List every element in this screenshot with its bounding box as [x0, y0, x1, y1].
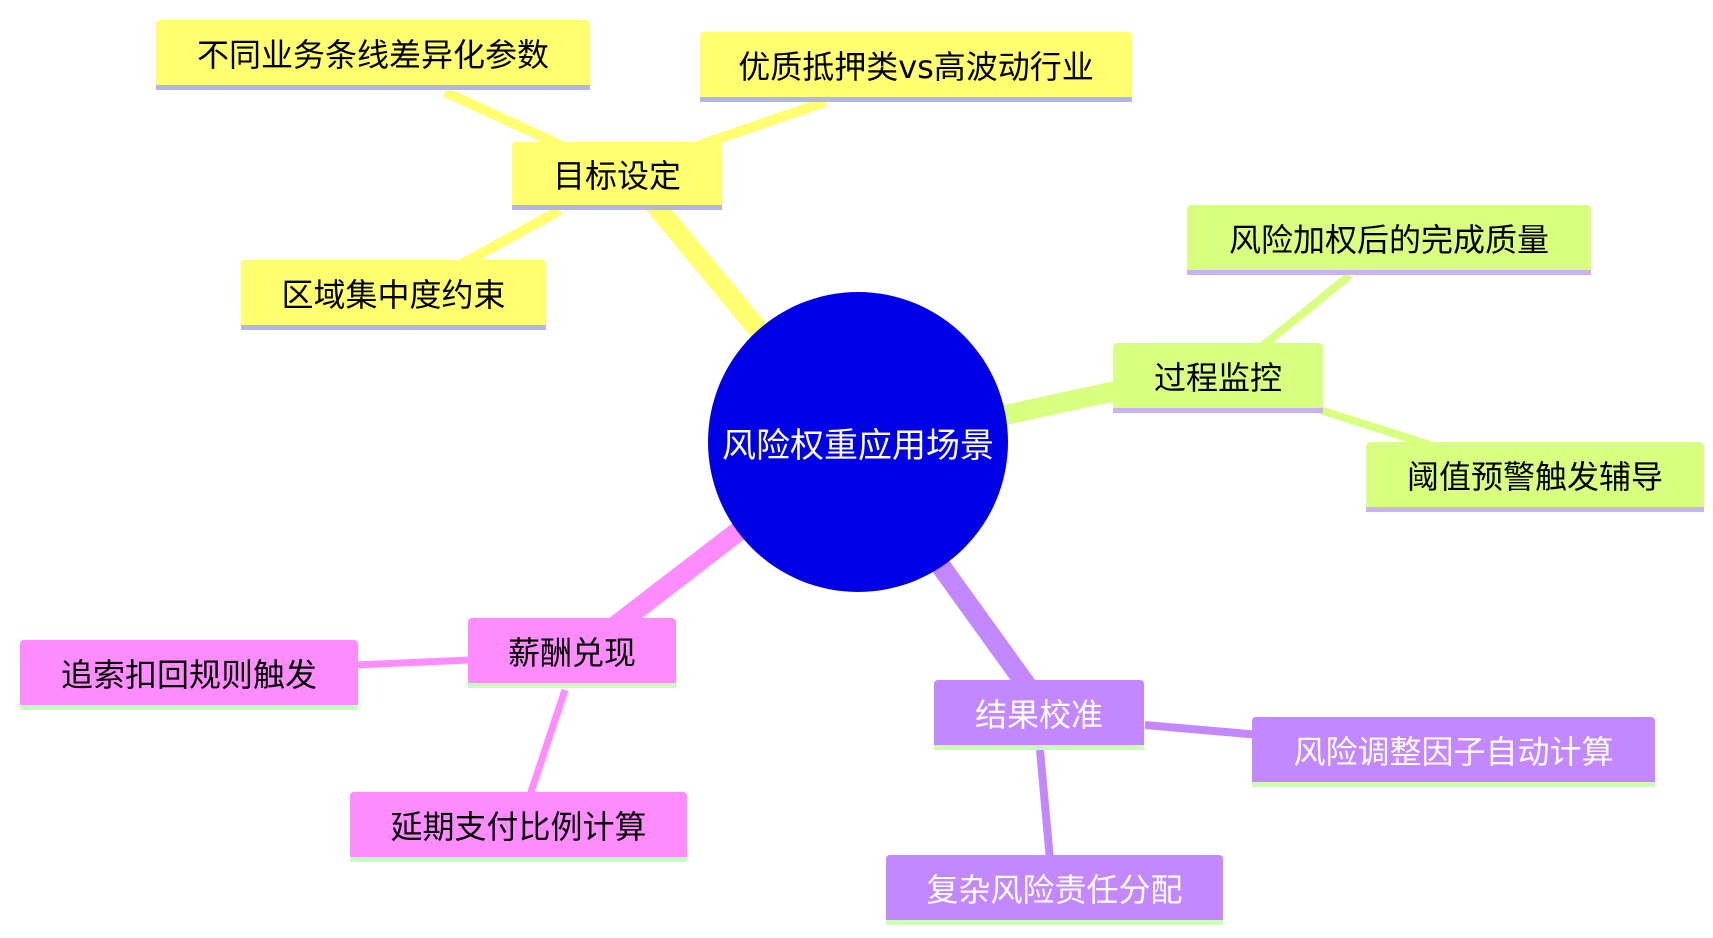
leaf-threshold-warning: 阈值预警触发辅导 [1366, 442, 1704, 512]
branch-process-monitoring: 过程监控 [1113, 343, 1323, 413]
leaf-clawback-trigger: 追索扣回规则触发 [20, 640, 358, 710]
connector-root-monitor [995, 380, 1130, 425]
branch-label: 目标设定 [552, 156, 681, 195]
leaf-label: 优质抵押类vs高波动行业 [738, 47, 1094, 86]
connector-target-leaf3 [457, 205, 563, 270]
leaf-region-concentration: 区域集中度约束 [241, 260, 546, 330]
leaf-label: 复杂风险责任分配 [926, 870, 1183, 909]
connector-root-calibrate [930, 555, 1040, 700]
leaf-risk-responsibility: 复杂风险责任分配 [886, 855, 1223, 925]
branch-label: 过程监控 [1153, 358, 1282, 397]
connector-root-payout [600, 520, 750, 640]
root-node: 风险权重应用场景 [708, 292, 1008, 592]
connector-target-leaf2 [698, 97, 827, 150]
connector-calibrate-leaf2 [1036, 749, 1054, 861]
leaf-label: 风险加权后的完成质量 [1228, 220, 1549, 259]
connector-payout-leaf1 [354, 656, 471, 669]
leaf-label: 追索扣回规则触发 [60, 655, 317, 694]
connector-root-target [645, 195, 770, 342]
connector-target-leaf1 [442, 87, 563, 150]
branch-label: 结果校准 [974, 695, 1103, 734]
branch-compensation-payout: 薪酬兑现 [468, 618, 676, 688]
connector-calibrate-leaf1 [1144, 721, 1261, 739]
connector-payout-leaf2 [526, 688, 569, 797]
connector-monitor-leaf1 [1257, 271, 1353, 352]
leaf-label: 延期支付比例计算 [390, 807, 647, 846]
connector-monitor-leaf2 [1318, 406, 1432, 449]
leaf-business-line-params: 不同业务条线差异化参数 [156, 20, 590, 90]
branch-label: 薪酬兑现 [507, 633, 636, 672]
leaf-weighted-completion-quality: 风险加权后的完成质量 [1187, 205, 1591, 275]
leaf-label: 阈值预警触发辅导 [1406, 457, 1663, 496]
leaf-collateral-vs-volatile: 优质抵押类vs高波动行业 [700, 32, 1132, 102]
leaf-label: 风险调整因子自动计算 [1293, 732, 1614, 771]
leaf-risk-adjustment-factor: 风险调整因子自动计算 [1252, 717, 1655, 787]
branch-result-calibration: 结果校准 [934, 680, 1144, 750]
leaf-deferred-payment-ratio: 延期支付比例计算 [350, 792, 687, 862]
leaf-label: 区域集中度约束 [281, 275, 506, 314]
leaf-label: 不同业务条线差异化参数 [196, 35, 549, 74]
root-label: 风险权重应用场景 [722, 425, 994, 466]
branch-target-setting: 目标设定 [512, 142, 722, 210]
